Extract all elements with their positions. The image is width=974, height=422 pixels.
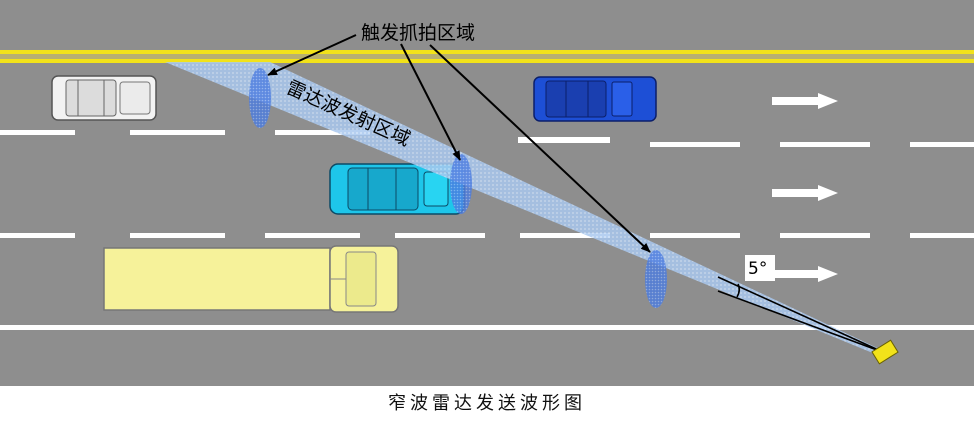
- cyan-car: [329, 163, 465, 215]
- lane-dash-row-2: [0, 233, 974, 238]
- beam-edge-lower: [717, 290, 886, 354]
- trigger-zone-label: 触发抓拍区域: [361, 22, 475, 44]
- trigger-ellipse-3: [645, 250, 667, 308]
- radar-scene: 触发抓拍区域 雷达波发射区域 5°: [0, 0, 974, 386]
- pointer-line-2: [400, 43, 461, 161]
- yellow-center-line: [0, 50, 974, 54]
- pointer-line-1: [267, 34, 357, 76]
- pointer-line-3: [429, 44, 651, 253]
- lane-dash-row-1: [0, 130, 974, 147]
- trigger-ellipse-2: [450, 154, 472, 214]
- arrow-right-icon: [772, 93, 838, 109]
- arrow-right-icon: [772, 185, 838, 201]
- angle-arc: [736, 283, 741, 298]
- arrow-right-icon: [772, 266, 838, 282]
- beam-edge-upper: [717, 276, 886, 354]
- radar-beam: [165, 62, 888, 356]
- road-edge-line: [0, 325, 974, 330]
- trigger-ellipse-1: [249, 68, 271, 128]
- angle-label-box: [745, 255, 775, 281]
- radar-device-icon: [871, 339, 899, 365]
- beam-angle-label: 5°: [748, 259, 767, 279]
- lane-dash-long: [518, 137, 610, 143]
- yellow-center-line-2: [0, 59, 974, 63]
- figure-caption: 窄波雷达发送波形图: [388, 393, 586, 414]
- truck: [103, 245, 399, 313]
- white-car: [51, 75, 157, 121]
- blue-car: [533, 76, 657, 122]
